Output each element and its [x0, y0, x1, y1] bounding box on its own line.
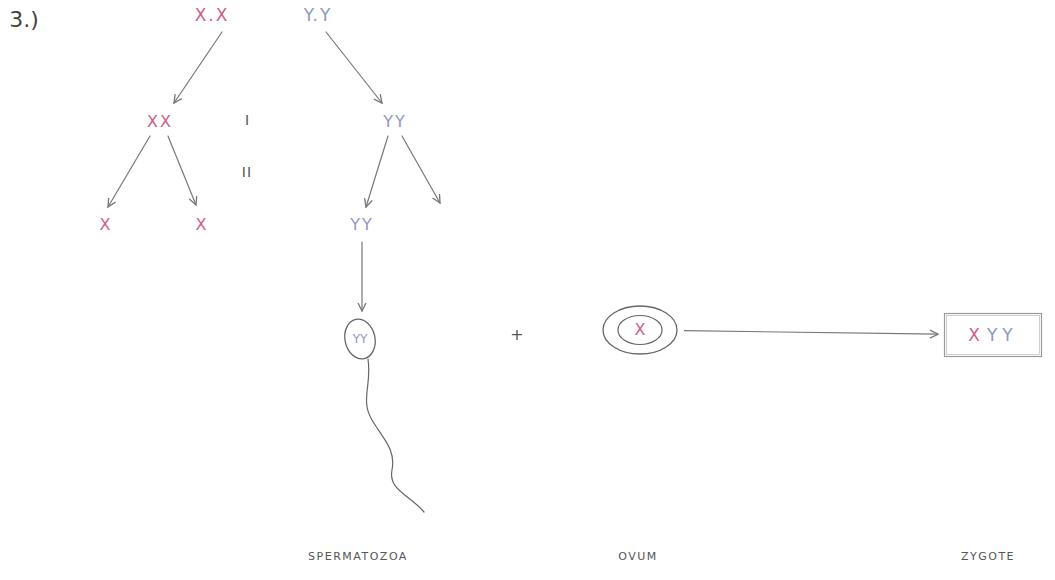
chromosome-label: YY	[353, 333, 368, 345]
sperm-head-outline	[341, 316, 379, 361]
chromosome-label: YY	[383, 114, 407, 130]
text-group: YY	[344, 318, 376, 360]
meiosis-arrow	[168, 136, 196, 205]
ovum-nucleus	[618, 316, 662, 345]
plus-sign: +	[510, 327, 523, 343]
chromosome-label: XX	[147, 114, 173, 130]
chromosome-label: YY	[350, 217, 374, 233]
cell-caption: OVUM	[618, 551, 658, 562]
fertilisation-arrow	[684, 331, 938, 335]
meiosis-arrow	[366, 136, 388, 207]
zygote-outline	[945, 314, 1042, 357]
division-number: II	[242, 165, 252, 179]
chromosome-label: X.X	[195, 7, 230, 24]
chromosome-label: X	[100, 217, 111, 233]
cell-caption: SPERMATOZOA	[308, 551, 408, 562]
chromosome-label: X	[635, 322, 646, 338]
zygote-outline	[947, 316, 1040, 355]
chromosome-label: X	[196, 217, 207, 233]
chromosome-label: Y.Y	[304, 7, 333, 24]
chromosome-label: YY	[987, 327, 1018, 344]
ovum-membrane	[603, 306, 677, 354]
zygote-box: X YY	[944, 313, 1042, 357]
meiosis-arrow	[326, 32, 382, 103]
chromosome-label: X	[968, 327, 980, 344]
sperm-head: YY	[344, 318, 376, 360]
sperm-tail	[367, 359, 424, 512]
meiosis-arrow	[108, 136, 150, 207]
ovum-cell: X	[602, 305, 678, 355]
cell-caption: ZYGOTE	[961, 551, 1015, 562]
meiosis-arrow	[402, 136, 440, 203]
text-group: X	[602, 305, 678, 355]
question-number: 3.)	[9, 9, 39, 31]
meiosis-arrow	[174, 32, 222, 103]
text-group: X YY	[944, 313, 1042, 357]
meiosis-arrow	[361, 242, 362, 311]
division-number: I	[245, 113, 249, 127]
